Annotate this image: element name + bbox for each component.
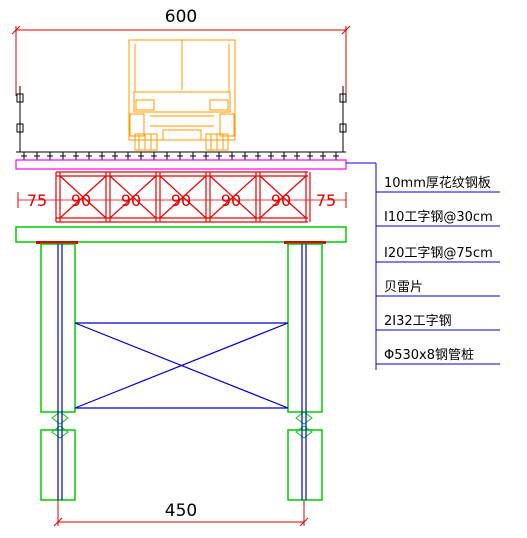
span-label: 90 <box>221 191 241 210</box>
span-label: 75 <box>27 191 47 210</box>
railing-left <box>16 86 24 152</box>
bearing-plate-right <box>284 241 326 244</box>
top-width-label: 600 <box>165 7 197 27</box>
span-label: 90 <box>271 191 291 210</box>
cross-bracing <box>74 322 289 409</box>
annotation-label: 贝雷片 <box>384 280 423 295</box>
top-dimension: 600 <box>11 7 351 96</box>
truck-icon <box>128 39 236 151</box>
annotation-label: 2I32工字钢 <box>384 314 452 329</box>
span-label: 90 <box>121 191 141 210</box>
pile-left <box>40 243 76 501</box>
bottom-dimension: 450 <box>53 500 309 527</box>
span-label: 90 <box>71 191 91 210</box>
annotation-leader <box>346 162 500 370</box>
bearing-plate-left <box>36 241 78 244</box>
bailey-truss <box>55 171 311 223</box>
annotation-label: I20工字钢@75cm <box>384 246 493 261</box>
deck-plate <box>15 151 347 170</box>
pile-right <box>287 243 323 501</box>
railing-right <box>339 86 347 152</box>
annotation-label: 10mm厚花纹钢板 <box>384 175 491 191</box>
cross-beam <box>15 226 347 243</box>
span-dimensions: 75 90 90 90 90 90 75 <box>17 191 347 210</box>
span-label: 90 <box>171 191 191 210</box>
annotation-label: I10工字钢@30cm <box>384 210 493 225</box>
annotation-label: Φ530x8钢管桩 <box>384 348 474 363</box>
bottom-width-label: 450 <box>165 501 197 521</box>
span-label: 75 <box>316 191 336 210</box>
